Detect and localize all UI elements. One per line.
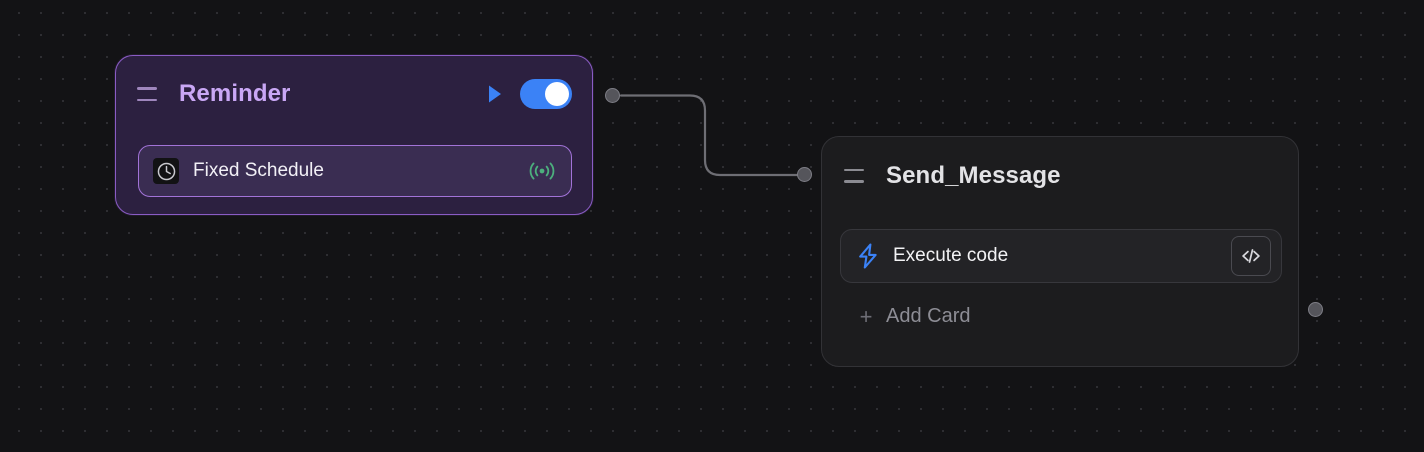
lightning-bolt-icon: [857, 243, 879, 269]
card-execute-code[interactable]: Execute code: [840, 229, 1282, 283]
node-reminder[interactable]: Reminder Fixed Schedule: [115, 55, 593, 215]
play-icon[interactable]: [484, 82, 506, 106]
node-reminder-header[interactable]: Reminder: [116, 56, 592, 132]
node-send-message-header[interactable]: Send_Message: [822, 137, 1298, 214]
clock-icon: [153, 158, 179, 184]
send-message-input-port[interactable]: [797, 167, 812, 182]
add-card-button[interactable]: + Add Card: [858, 305, 971, 328]
plus-icon: +: [859, 303, 873, 329]
send-message-output-port[interactable]: [1308, 302, 1323, 317]
node-enabled-toggle[interactable]: [520, 79, 572, 109]
code-brackets-icon[interactable]: [1231, 236, 1271, 276]
node-send-message[interactable]: Send_Message Execute code + Add Card: [821, 136, 1299, 367]
node-send-message-title: Send_Message: [886, 161, 1061, 189]
drag-handle-icon[interactable]: [137, 87, 157, 101]
edge-reminder-to-send-message: [619, 94, 799, 177]
drag-handle-icon[interactable]: [844, 168, 864, 183]
broadcast-icon[interactable]: [527, 159, 557, 183]
card-execute-code-label: Execute code: [893, 245, 1009, 266]
toggle-knob: [545, 82, 569, 106]
card-fixed-schedule-label: Fixed Schedule: [193, 160, 324, 181]
reminder-output-port[interactable]: [605, 88, 620, 103]
card-fixed-schedule[interactable]: Fixed Schedule: [138, 145, 572, 197]
node-reminder-title: Reminder: [179, 80, 291, 107]
add-card-label: Add Card: [886, 305, 971, 327]
